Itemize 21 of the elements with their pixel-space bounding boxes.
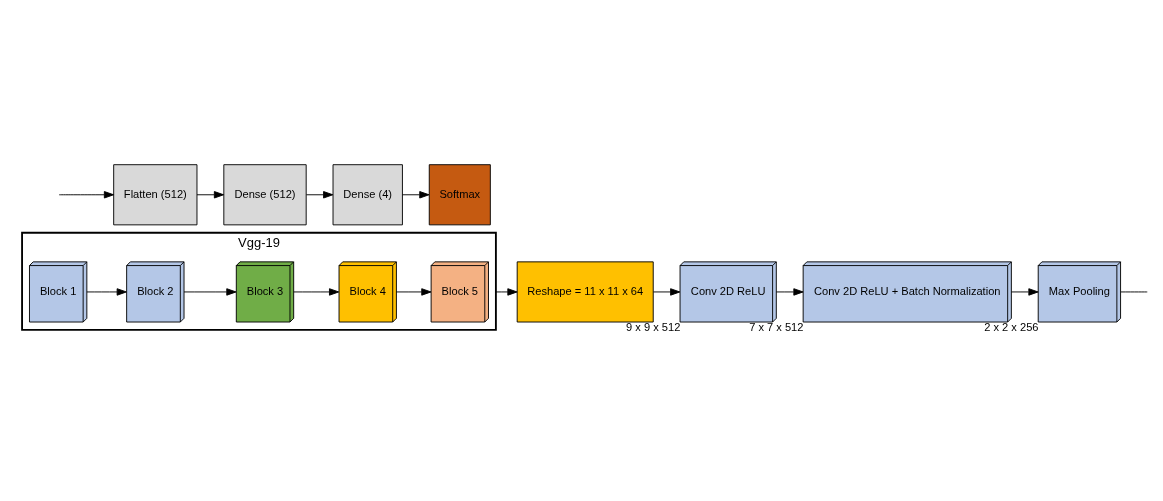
node-label: 7 x 7 x 512 — [749, 320, 804, 333]
node-label: 2 x 2 x 256 — [984, 320, 1039, 333]
arrow — [305, 190, 334, 198]
arrow — [775, 287, 804, 296]
arrow — [183, 287, 237, 296]
arrow — [396, 287, 432, 296]
node-box: Dense (4) — [332, 163, 403, 225]
arrow — [1010, 287, 1039, 296]
arrow — [196, 190, 225, 198]
arrow — [495, 287, 518, 296]
node-box: Reshape = 11 x 11 x 64 — [516, 260, 654, 322]
node-box: Softmax — [428, 163, 491, 225]
node-label: 9 x 9 x 512 — [626, 320, 681, 333]
connector — [1120, 291, 1148, 292]
node-box: Flatten (512) — [113, 163, 198, 225]
node-box: Dense (512) — [223, 163, 307, 225]
arrow — [86, 287, 127, 296]
arrow — [58, 190, 115, 198]
arrow — [293, 287, 340, 296]
arrow — [402, 190, 430, 198]
arrow — [652, 287, 681, 296]
